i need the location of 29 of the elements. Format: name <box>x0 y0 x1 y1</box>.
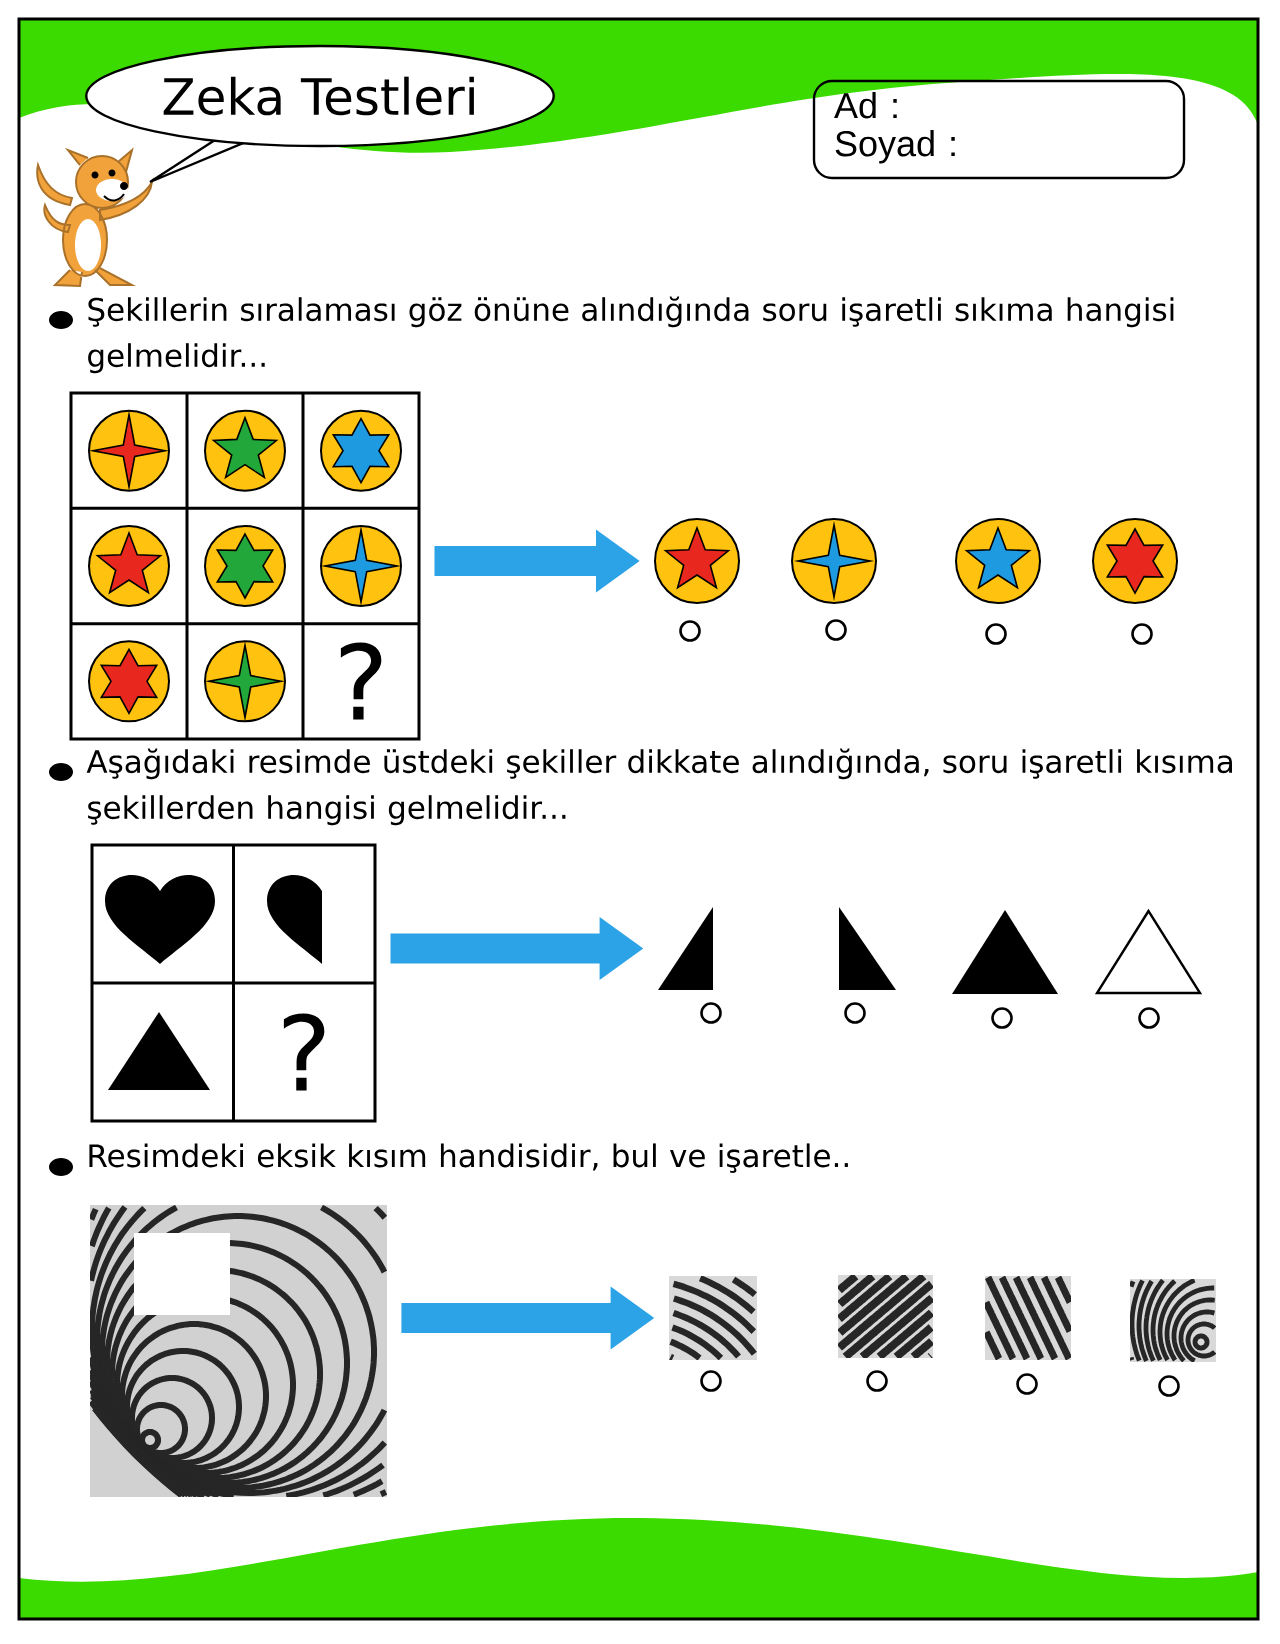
question-text: Şekillerin sıralaması göz önüne alındığında soru işaretli sıkıma hangisi gelmelidir... <box>88 296 1174 374</box>
striped-picture <box>90 1205 387 1497</box>
star-circle <box>204 409 286 492</box>
stripe-tile <box>1130 1279 1216 1362</box>
triangle-drawing <box>658 907 713 990</box>
star-circle <box>88 640 170 723</box>
grid-box <box>90 843 377 1123</box>
star-circle <box>791 518 877 604</box>
question-mark: ? <box>340 642 382 720</box>
star-circle <box>88 525 170 607</box>
star-circle <box>654 518 740 604</box>
grid-box <box>69 391 421 741</box>
star-circle <box>204 640 286 723</box>
stripe-tile <box>669 1276 757 1360</box>
question-text: Aşağıdaki resimde üstdeki şekiller dikkate alındığında, soru işaretli kısıma şekillerden hangisi gelmelidir... <box>86 748 1232 826</box>
star-circle <box>320 409 402 492</box>
triangle-drawing <box>839 907 896 990</box>
star-circle <box>320 525 402 607</box>
triangle-drawing <box>952 910 1058 994</box>
speech-bubble: Zeka Testleri <box>85 44 555 184</box>
star-circle <box>1092 518 1178 604</box>
stripe-tile <box>838 1275 933 1358</box>
stripe-tile <box>985 1276 1071 1360</box>
star-circle <box>204 525 286 607</box>
star-circle <box>955 518 1041 604</box>
question-text: Resimdeki eksik kısım handisidir, bul ve işaretle.. <box>89 1143 848 1173</box>
name-box: Ad : Soyad : <box>812 79 1186 180</box>
question-mark: ? <box>283 1013 325 1091</box>
star-circle <box>88 409 170 492</box>
